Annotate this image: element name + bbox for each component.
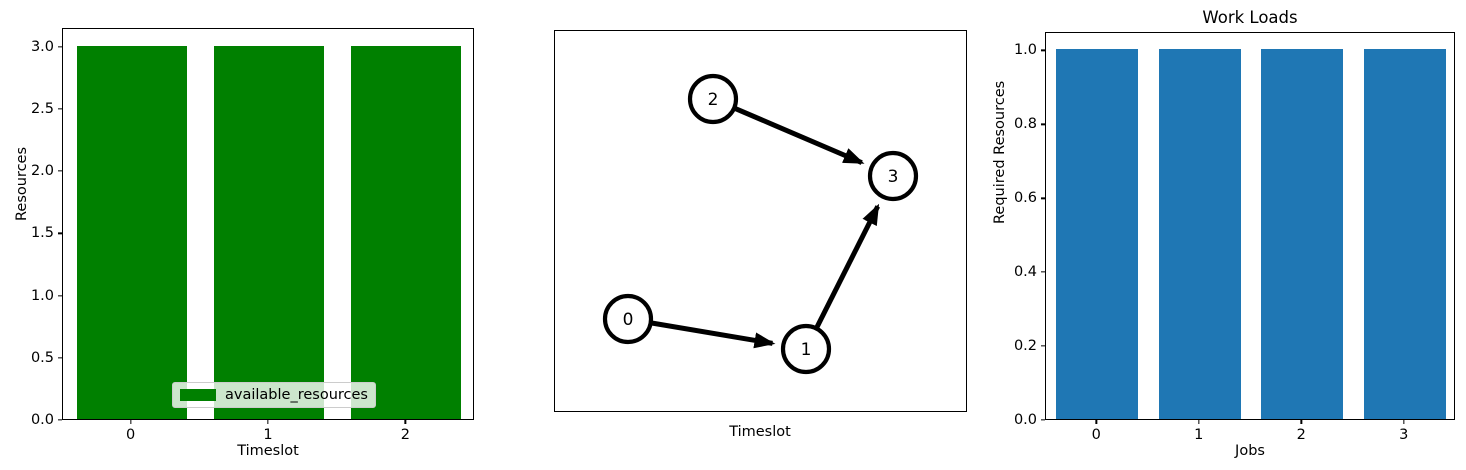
x-tick-label: 1 [1194,427,1204,443]
y-tick-label: 0.0 [1013,412,1037,428]
legend-label-available-resources: available_resources [225,387,368,403]
graph-node-label-1: 1 [801,340,812,360]
graph-node-2[interactable]: 2 [687,73,739,125]
bar-1 [214,45,324,419]
graph-node-circle-1 [780,323,832,375]
axes-available-resources [62,28,474,420]
axes-job-dependency-graph [554,30,967,412]
y-tick-mark [58,419,62,421]
x-tick-label: 3 [1399,427,1409,443]
x-tick-label: 1 [263,427,273,443]
x-tick-label: 0 [126,427,136,443]
y-tick-label: 0.8 [1013,116,1037,133]
y-tick-mark [1041,49,1045,52]
axes-work-loads [1045,32,1455,420]
x-tick-label: 2 [1296,427,1306,443]
x-tick-mark [1403,420,1405,424]
y-tick-label: 0.4 [1013,264,1037,281]
bar-2 [351,45,462,419]
y-tick-label: 0.2 [1013,338,1037,355]
graph-node-circle-2 [687,73,739,125]
y-tick-mark [1041,419,1045,421]
graph-node-label-3: 3 [888,167,899,187]
y-tick-label: 0.0 [30,412,54,428]
y-tick-mark [1041,123,1045,126]
bar-0 [1056,49,1139,419]
x-tick-label: 0 [1091,427,1101,443]
x-tick-mark [130,420,132,424]
y-tick-mark [58,357,62,359]
x-axis-label-graph-timeslot: Timeslot [729,424,791,440]
graph-node-3[interactable]: 3 [867,150,919,202]
y-tick-label: 3.0 [30,38,54,55]
chart-title-work-loads: Work Loads [1202,8,1298,27]
y-tick-mark [58,170,62,172]
y-tick-mark [1041,197,1045,199]
y-tick-label: 2.5 [30,100,54,117]
graph-edge-1-to-3 [814,203,880,329]
legend-swatch-available-resources [180,389,216,401]
x-tick-mark [1300,420,1302,424]
graph-node-1[interactable]: 1 [780,323,832,375]
legend-available-resources[interactable]: available_resources [172,382,376,408]
bar-1 [1158,49,1241,419]
x-tick-mark [404,420,406,424]
y-tick-mark [58,294,62,297]
graph-node-label-2: 2 [708,90,719,110]
plot-area-left [63,29,473,419]
y-tick-mark [58,46,62,48]
graph-edge-2-to-3 [734,106,865,165]
plot-area-right [1046,33,1454,419]
y-tick-mark [58,108,62,110]
y-tick-mark [1041,271,1045,273]
bar-3 [1363,49,1446,419]
graph-edge-0-to-1 [651,320,776,349]
x-tick-mark [267,420,269,424]
graph-node-circle-0 [602,293,654,345]
x-axis-label-timeslot: Timeslot [237,443,299,459]
graph-node-0[interactable]: 0 [602,293,654,345]
graph-node-label-0: 0 [623,310,634,330]
y-tick-label: 1.5 [30,225,54,242]
y-tick-label: 0.6 [1013,190,1037,207]
y-tick-label: 1.0 [1013,42,1037,59]
x-tick-mark [1198,420,1200,424]
bar-0 [76,45,187,419]
y-tick-label: 2.0 [30,163,54,180]
x-tick-mark [1095,420,1097,424]
y-tick-mark [58,232,62,234]
x-axis-label-jobs: Jobs [1235,443,1265,459]
y-tick-label: 0.5 [30,349,54,366]
y-tick-mark [1041,345,1045,347]
y-tick-label: 1.0 [30,287,54,304]
graph-node-circle-3 [867,150,919,202]
y-axis-label-required-resources: Required Resources [992,80,1008,224]
x-tick-label: 2 [400,427,410,443]
bar-2 [1261,49,1344,419]
